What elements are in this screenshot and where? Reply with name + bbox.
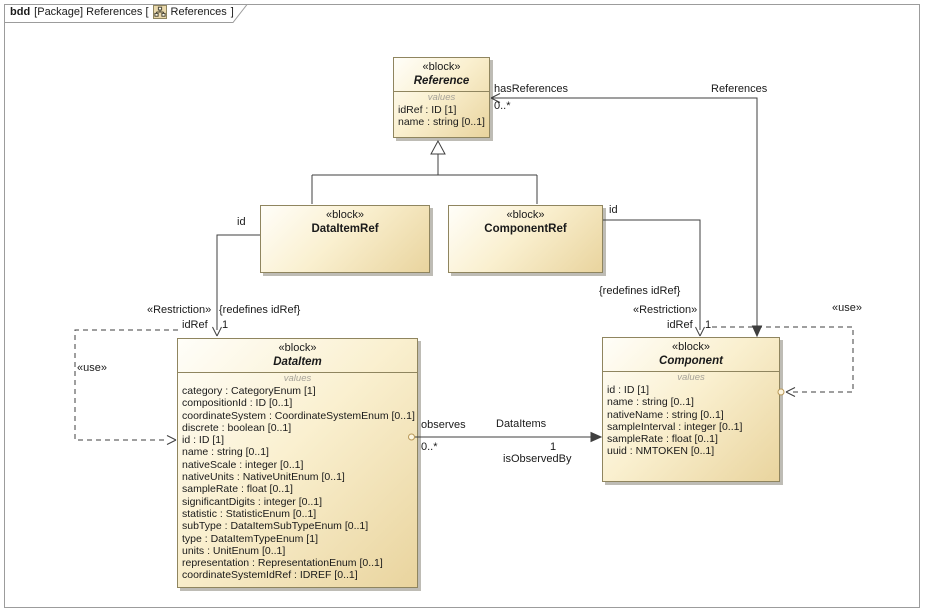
block-dataitem[interactable]: «block» DataItem values category : Categ… <box>177 338 418 588</box>
filled-arrow-icon <box>590 431 603 443</box>
diagram-tab-title: bdd [Package] References [ References ] <box>10 5 234 19</box>
attribute-row: statistic : StatisticEnum [0..1] <box>182 507 317 520</box>
stereotype-label: «block» <box>326 209 364 221</box>
block-header: «block» ComponentRef <box>449 206 602 236</box>
attribute-row: significantDigits : integer [0..1] <box>182 495 323 508</box>
open-arrow-icon <box>785 387 796 397</box>
attributes-compartment: id : ID [1]name : string [0..1]nativeNam… <box>603 384 779 458</box>
idref-role-label-left: idRef <box>182 319 208 331</box>
restriction-stereotype-label-right: «Restriction» <box>633 304 698 316</box>
idref-multiplicity-label-left: 1 <box>222 319 229 331</box>
attribute-row: nativeScale : integer [0..1] <box>182 458 304 471</box>
attribute-row: coordinateSystem : CoordinateSystemEnum … <box>182 409 415 422</box>
block-component[interactable]: «block» Component values id : ID [1]name… <box>602 337 780 482</box>
references-name-label: References <box>711 83 768 95</box>
attribute-row: sampleRate : float [0..1] <box>182 483 293 496</box>
diagram-close-bracket: ] <box>230 6 234 18</box>
attribute-row: subType : DataItemSubTypeEnum [0..1] <box>182 520 369 533</box>
attribute-row: sampleRate : float [0..1] <box>607 433 718 446</box>
stereotype-label: «block» <box>422 61 461 73</box>
hasreferences-role-label: hasReferences <box>494 83 568 95</box>
attribute-row: name : string [0..1] <box>398 116 485 129</box>
id-role-label-right: id <box>609 204 618 216</box>
diagram-icon <box>152 5 167 19</box>
diagram-kind-label: bdd <box>10 6 31 18</box>
observes-source-multiplicity-label: 0..* <box>421 441 438 453</box>
block-name: Component <box>659 355 723 367</box>
attribute-row: type : DataItemTypeEnum [1] <box>182 532 318 545</box>
block-name: DataItemRef <box>311 223 379 235</box>
attribute-row: idRef : ID [1] <box>398 104 457 116</box>
open-arrow-icon <box>212 326 222 337</box>
block-header: «block» Component <box>603 338 779 368</box>
restriction-stereotype-label-left: «Restriction» <box>147 304 212 316</box>
attribute-row: nativeName : string [0..1] <box>607 408 724 421</box>
attribute-row: nativeUnits : NativeUnitEnum [0..1] <box>182 471 345 484</box>
dataitems-association-name-label: DataItems <box>496 418 547 430</box>
block-name: ComponentRef <box>484 223 567 235</box>
attribute-row: id : ID [1] <box>182 434 225 447</box>
filled-arrow-icon <box>751 325 763 338</box>
generalization-connector[interactable] <box>311 139 538 204</box>
generalization-triangle-icon <box>430 139 446 155</box>
block-dataitemref[interactable]: «block» DataItemRef <box>260 205 430 273</box>
use-dependency-left-connector[interactable] <box>74 329 178 445</box>
id-association-left-connector[interactable] <box>212 234 261 337</box>
block-reference[interactable]: «block» Reference values idRef : ID [1]n… <box>393 57 490 138</box>
stereotype-label: «block» <box>506 209 545 221</box>
diagram-context-label: [Package] References [ <box>34 6 149 18</box>
attribute-row: compositionId : ID [0..1] <box>182 397 293 410</box>
diagram-name-label: References <box>170 6 227 18</box>
block-header: «block» Reference <box>394 58 489 88</box>
attributes-compartment: idRef : ID [1]name : string [0..1] <box>394 104 489 129</box>
attribute-row: category : CategoryEnum [1] <box>182 385 316 397</box>
id-role-label-left: id <box>237 216 246 228</box>
block-name: DataItem <box>273 356 322 368</box>
values-compartment-label: values <box>427 92 456 103</box>
attribute-row: name : string [0..1] <box>607 396 694 409</box>
idref-multiplicity-label-right: 1 <box>705 319 712 331</box>
attribute-row: discrete : boolean [0..1] <box>182 421 292 434</box>
use-stereotype-label-left: «use» <box>77 362 107 374</box>
idref-role-label-right: idRef <box>667 319 693 331</box>
attributes-compartment: category : CategoryEnum [1]compositionId… <box>178 385 417 582</box>
block-componentref[interactable]: «block» ComponentRef <box>448 205 603 273</box>
values-compartment-label: values <box>283 373 312 384</box>
redefines-constraint-label-right: {redefines idRef} <box>599 285 681 297</box>
use-stereotype-label-right: «use» <box>832 302 862 314</box>
attribute-row: coordinateSystemIdRef : IDREF [0..1] <box>182 569 358 582</box>
observes-role-label: observes <box>421 419 466 431</box>
open-arrow-icon <box>166 435 177 445</box>
attribute-row: id : ID [1] <box>607 384 650 396</box>
block-name: Reference <box>413 75 470 87</box>
block-header: «block» DataItemRef <box>261 206 429 236</box>
stereotype-label: «block» <box>672 341 710 353</box>
values-compartment-label: values <box>677 372 705 383</box>
attribute-row: uuid : NMTOKEN [0..1] <box>607 445 715 458</box>
hasreferences-multiplicity-label: 0..* <box>494 100 511 112</box>
open-arrow-icon <box>695 326 705 337</box>
redefines-constraint-label-left: {redefines idRef} <box>219 304 301 316</box>
attribute-row: units : UnitEnum [0..1] <box>182 544 286 557</box>
isobservedby-role-label: isObservedBy <box>503 453 572 465</box>
attribute-row: representation : RepresentationEnum [0..… <box>182 557 383 570</box>
attribute-row: name : string [0..1] <box>182 446 269 459</box>
attribute-row: sampleInterval : integer [0..1] <box>607 420 743 433</box>
block-header: «block» DataItem <box>178 339 417 369</box>
stereotype-label: «block» <box>278 342 317 354</box>
